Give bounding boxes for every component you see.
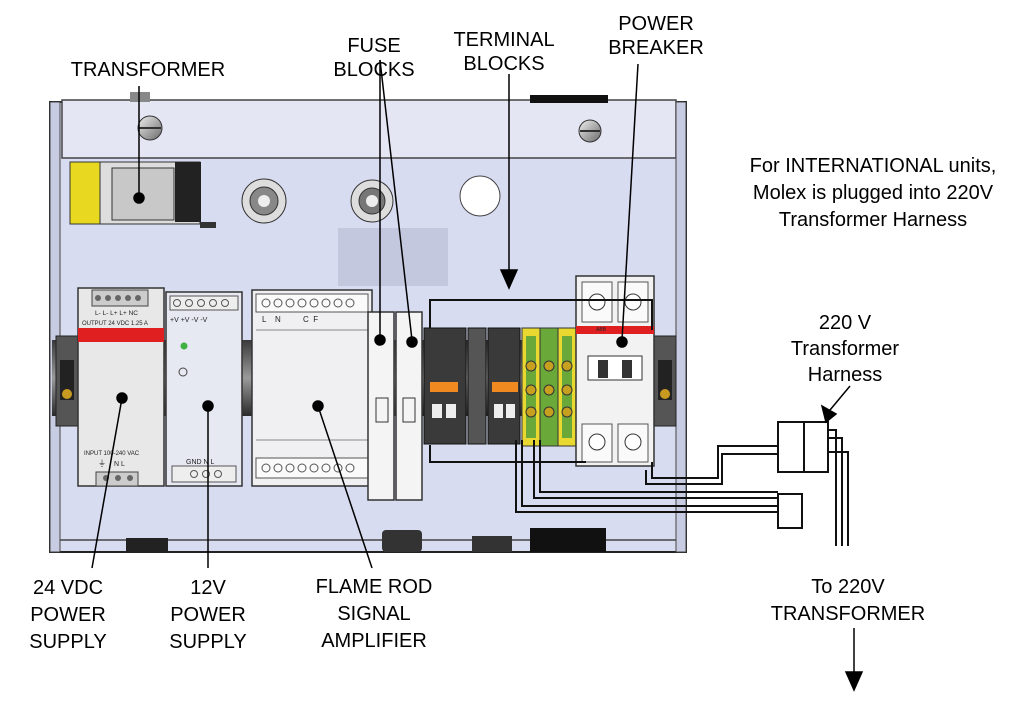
note-line: Transformer Harness [778, 209, 968, 231]
label-line: SIGNAL [337, 603, 411, 625]
mounting-plate [338, 228, 448, 286]
grommet-icon [350, 179, 394, 223]
label-line: TERMINAL [453, 29, 555, 51]
ground-icon: ⏚ [98, 459, 106, 468]
note-line: Molex is plugged into 220V [752, 182, 994, 204]
psu24-input-terminals: N L [114, 461, 125, 468]
label-line: Transformer [790, 338, 900, 360]
label-to-220v-transformer: To 220V TRANSFORMER [748, 574, 948, 628]
label-transformer-harness: 220 V Transformer Harness [770, 310, 920, 388]
psu24-terminal-labels: L- L- L+ L+ NC [95, 310, 138, 317]
label-line: FUSE [347, 35, 401, 57]
end-stop-left [55, 335, 79, 427]
label-24vdc-power-supply: 24 VDC POWER SUPPLY [8, 575, 128, 656]
grommet-icon [241, 178, 287, 224]
power-supply-12v [165, 291, 243, 487]
label-line: SUPPLY [29, 631, 107, 653]
label-line: POWER [170, 604, 246, 626]
psu24-output-label: OUTPUT 24 VDC 1.25 A [82, 321, 148, 327]
label-fuse-blocks: FUSE BLOCKS [304, 34, 444, 82]
label-12v-power-supply: 12V POWER SUPPLY [148, 575, 268, 656]
label-line: TRANSFORMER [770, 603, 926, 625]
breaker-brand-label: ABB [596, 327, 607, 333]
power-supply-24vdc [77, 287, 165, 487]
label-line: BLOCKS [463, 53, 545, 75]
harness-wiring [515, 429, 849, 546]
psu12-terminal-labels: +V +V -V -V [170, 317, 208, 324]
label-power-breaker: POWER BREAKER [586, 12, 726, 60]
note-line: For INTERNATIONAL units, [749, 155, 997, 177]
power-breaker [575, 275, 655, 467]
label-transformer: TRANSFORMER [56, 58, 240, 82]
label-line: 24 VDC [32, 577, 104, 599]
international-note: For INTERNATIONAL units, Molex is plugge… [720, 153, 1026, 234]
amp-terminal-labels: L N C F [262, 315, 318, 324]
flame-rod-amplifier [251, 289, 373, 487]
terminal-bracket [429, 299, 653, 330]
screw-icon [137, 115, 163, 141]
label-line: BLOCKS [333, 59, 415, 81]
label-terminal-blocks: TERMINAL BLOCKS [434, 28, 574, 76]
leader-lines [91, 59, 864, 692]
label-line: SUPPLY [169, 631, 247, 653]
screw-icon [578, 119, 602, 143]
label-line: POWER [30, 604, 106, 626]
label-flame-rod-amplifier: FLAME ROD SIGNAL AMPLIFIER [294, 574, 454, 655]
label-line: POWER [618, 13, 694, 35]
label-line: AMPLIFIER [321, 630, 427, 652]
psu12-input-labels: GND N L [186, 459, 215, 466]
label-line: Harness [807, 364, 883, 386]
knockout-hole [459, 175, 501, 217]
label-line: BREAKER [608, 37, 704, 59]
label-transformer-text: TRANSFORMER [70, 59, 226, 81]
terminal-blocks [423, 327, 577, 447]
label-line: FLAME ROD [315, 576, 433, 598]
end-stop-right [653, 335, 677, 427]
label-line: To 220V [811, 576, 885, 598]
label-line: 12V [190, 577, 226, 599]
molex-connector [777, 421, 829, 473]
label-line: 220 V [818, 312, 872, 334]
wire-connector [777, 493, 803, 529]
